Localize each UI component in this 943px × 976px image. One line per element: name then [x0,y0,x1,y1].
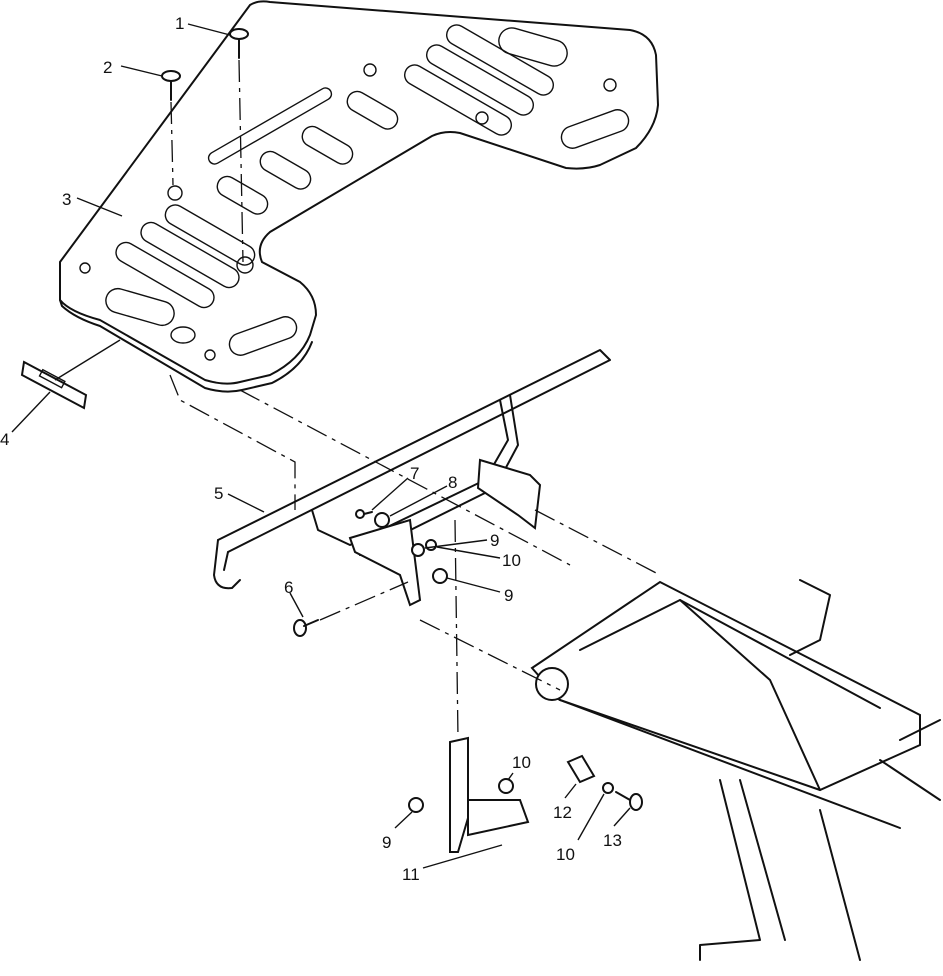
callout-5: 5 [214,484,223,503]
nut-9-lower [408,797,424,813]
callout-12: 12 [553,803,572,822]
callout-6: 6 [284,578,293,597]
callout-9-upper: 9 [490,531,499,550]
callout-3: 3 [62,190,71,209]
screw-2 [161,70,181,101]
callout-11: 11 [402,865,420,884]
washer-10-upper [425,539,437,551]
callout-2: 2 [103,58,112,77]
nut-9-upper [411,543,425,557]
bolt-6 [293,619,319,637]
mounting-bracket-right [476,458,542,530]
leader-lines [11,23,631,869]
rack-support-rail [213,349,611,590]
rack-slots [105,24,630,356]
screw-1 [229,28,249,59]
callout-9-middle: 9 [504,586,513,605]
reflector [20,360,88,410]
callout-10-frame: 10 [556,845,575,864]
nut-9-middle [432,568,448,584]
callout-10-upper: 10 [502,551,521,570]
washer-10-lower [498,778,514,794]
callout-4: 4 [0,430,9,449]
bolt-7 [355,509,373,519]
vertical-support-11 [449,736,530,853]
callout-9-lower: 9 [382,833,391,852]
rear-rack [59,0,660,393]
callout-7: 7 [410,464,419,483]
callout-1: 1 [175,14,184,33]
rack-holes [79,63,617,361]
callout-10-lower: 10 [512,753,531,772]
callout-8: 8 [448,473,457,492]
washer-10-frame [602,782,614,794]
vehicle-frame [530,579,941,961]
washer-8 [374,512,390,528]
bolt-13 [615,791,643,811]
callout-13: 13 [603,831,622,850]
spacer-12 [566,754,596,784]
callout-labels: 1 2 3 4 5 6 7 8 9 10 9 10 9 11 12 10 13 [0,14,622,884]
mounting-bracket-left [348,518,422,607]
